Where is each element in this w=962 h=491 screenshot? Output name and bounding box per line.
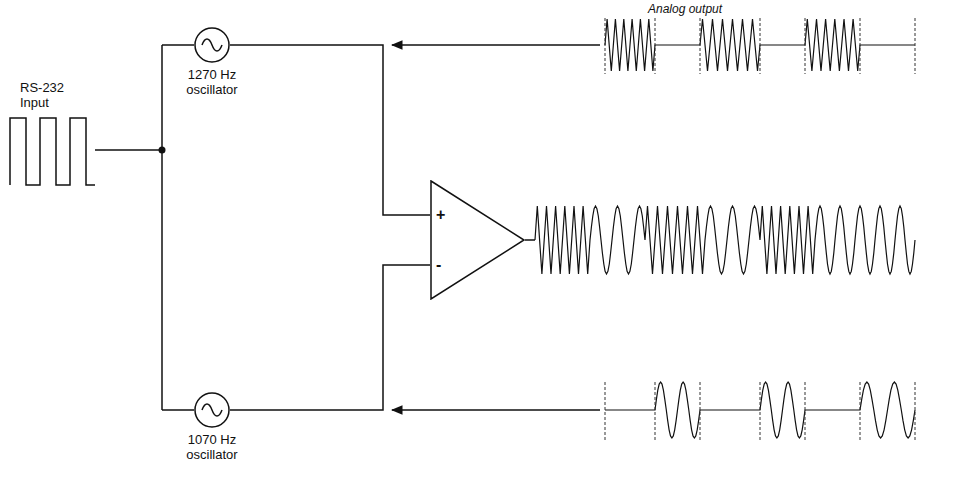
fsk-waveform	[535, 206, 915, 274]
boundary-line	[605, 382, 606, 440]
signal-name: RS-232 Input	[20, 80, 82, 110]
pointer-arrow	[392, 409, 600, 410]
input-wire	[162, 409, 194, 411]
boundary-line	[700, 18, 701, 74]
op-amp-symbol	[430, 180, 525, 300]
boundary-line	[860, 18, 861, 74]
signal-wire	[230, 265, 430, 410]
boundary-line	[860, 382, 861, 440]
boundary-line	[655, 18, 656, 74]
oscillator-label: 1070 Hz oscillator	[175, 432, 249, 462]
boundary-lines	[605, 18, 915, 440]
boundary-line	[700, 382, 701, 440]
input-sign: +	[436, 206, 445, 224]
boundary-line	[760, 18, 761, 74]
output-label: Analog output	[648, 2, 778, 17]
output-wire	[525, 239, 535, 241]
boundary-line	[915, 18, 916, 74]
oscillator-symbol	[194, 392, 230, 428]
boundary-line	[915, 382, 916, 440]
oscillator-node: 1070 Hz oscillator	[167, 392, 257, 472]
input-wire	[162, 44, 194, 46]
oscillator-label: 1270 Hz oscillator	[175, 67, 249, 97]
input-wire	[95, 149, 162, 151]
signal-wire	[230, 45, 430, 215]
oscillator-symbol	[194, 27, 230, 63]
oscillator-label-box: 1270 Hz oscillator	[167, 67, 257, 97]
boundary-line	[655, 382, 656, 440]
boundary-line	[805, 18, 806, 74]
oscillator-node: 1270 Hz oscillator	[167, 27, 257, 107]
boundary-line	[805, 382, 806, 440]
input-bus	[161, 45, 163, 410]
square-wave	[10, 118, 95, 185]
boundary-line	[605, 18, 606, 74]
pointer-arrow	[392, 44, 600, 45]
boundary-line	[760, 382, 761, 440]
oscillator-label-box: 1070 Hz oscillator	[167, 432, 257, 462]
input-sign: -	[436, 256, 441, 274]
op-amp: +-	[430, 180, 525, 300]
